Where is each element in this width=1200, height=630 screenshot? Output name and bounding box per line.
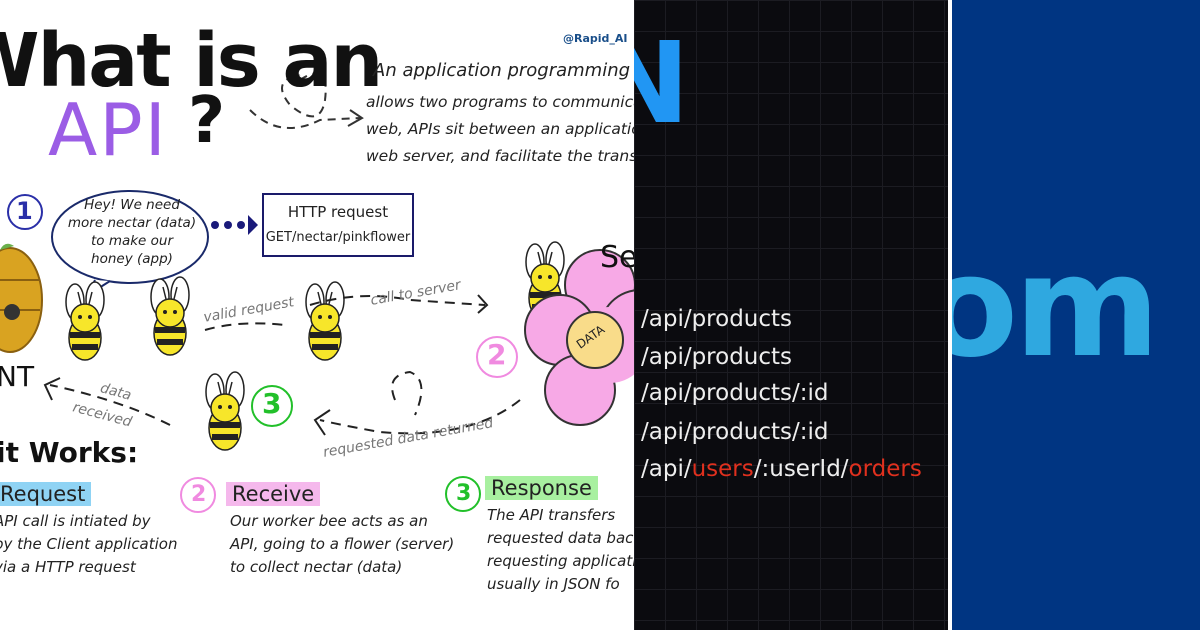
step3-number: 3 (262, 387, 282, 420)
bubble-line: honey (app) (91, 251, 173, 267)
route-item: /api/products (641, 344, 792, 370)
author-handle: @Rapid_AI (563, 32, 628, 45)
route-segment: /:userId/ (753, 456, 849, 482)
step-line: via a HTTP request (0, 558, 136, 576)
client-label: NT (0, 360, 35, 393)
step-line: usually in JSON fo (487, 575, 620, 593)
routes-panel: N /api/products/api/products/api/product… (634, 0, 948, 630)
step-line: by the Client application (0, 535, 178, 553)
step-text: The API transfers requested data bac req… (487, 504, 634, 596)
step-line: to collect nectar (data) (230, 558, 403, 576)
step1-number: 1 (16, 197, 33, 225)
intro-line: allows two programs to communicate. O (366, 93, 634, 111)
infographic-drawing (0, 72, 634, 513)
intro-line: web, APIs sit between an application a (366, 120, 634, 138)
route-segment: /api/products (641, 344, 793, 370)
step-line: API, going to a flower (server) (230, 535, 455, 553)
title-api: API (48, 88, 168, 172)
bee-icon (150, 276, 190, 356)
brand-panel: om (952, 0, 1200, 630)
route-segment: /api/ (641, 456, 692, 482)
http-line: HTTP request (287, 203, 389, 221)
server-label: Se (600, 240, 634, 275)
step-text: Our worker bee acts as an API, going to … (230, 510, 454, 579)
bee-icon (65, 281, 105, 361)
step-line: requested data bac (487, 529, 634, 547)
step-number: 3 (456, 481, 472, 506)
route-segment: /api/products (641, 306, 793, 332)
step-line: API call is intiated by (0, 512, 151, 530)
route-item: /api/products/:id (641, 380, 829, 406)
route-item: /api/users/:userId/orders (641, 456, 922, 482)
step-line: requesting applicati (487, 552, 634, 570)
speech-bubble (51, 190, 209, 284)
intro-line: An application programming interf (373, 60, 634, 81)
how-it-works-heading: it Works: (0, 436, 139, 469)
step-number: 2 (191, 482, 207, 507)
route-segment: /api/products/:id (641, 419, 829, 445)
step2-number: 2 (487, 338, 507, 371)
arrow-icon (248, 215, 258, 235)
speech-bubble-text: Hey! We need more nectar (data) to make … (62, 196, 202, 268)
bee-icon (205, 371, 245, 451)
step-heading: Response (485, 476, 598, 500)
heading-letter: N (634, 19, 690, 149)
step-line: The API transfers (487, 506, 616, 524)
step-request: Request API call is intiated by by the C… (0, 482, 178, 579)
route-segment: orders (848, 456, 922, 482)
intro-line: web server, and facilitate the transfer (366, 147, 634, 165)
step1-circle (7, 194, 43, 230)
route-item: /api/products/:id (641, 419, 829, 445)
step-line: Our worker bee acts as an (230, 512, 428, 530)
route-segment: users (691, 456, 754, 482)
beehive-icon (0, 243, 43, 353)
http-request-text: HTTP request GET/nectar/pinkflower (263, 200, 413, 250)
title-question-mark: ? (188, 84, 225, 158)
bubble-line: more nectar (data) (67, 215, 197, 231)
brand-text: om (952, 226, 1160, 389)
http-line: GET/nectar/pinkflower (265, 230, 411, 245)
bee-icon (305, 281, 345, 361)
step-text: API call is intiated by by the Client ap… (0, 510, 178, 579)
route-item: /api/products (641, 306, 792, 332)
flower-server-icon (524, 249, 634, 426)
dashed-arrow (249, 72, 361, 129)
panel-divider (948, 0, 952, 630)
bubble-line: to make our (90, 233, 174, 249)
step-receive: Receive Our worker bee acts as an API, g… (226, 482, 454, 579)
http-request-box (262, 193, 414, 257)
api-infographic: What is an API ? @Rapid_AI An applicatio… (0, 18, 634, 596)
step-response: Response The API transfers requested dat… (485, 476, 634, 596)
route-segment: /api/products/:id (641, 380, 829, 406)
title: What is an (0, 18, 383, 104)
step-heading: Request (0, 482, 92, 506)
step-heading: Receive (226, 482, 321, 506)
bubble-line: Hey! We need (84, 197, 180, 213)
